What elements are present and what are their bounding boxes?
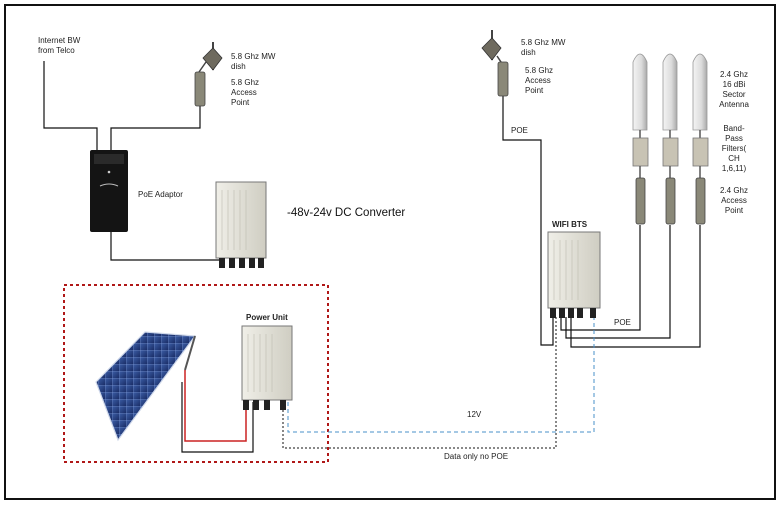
wifi-bts-label: WIFI BTS [552,220,588,229]
poe-to-ap-cable [110,105,201,150]
ap3-cable [570,225,701,348]
power-unit-enclosure-icon [241,325,293,410]
access-point-icon [635,166,706,225]
sector-antenna-icon [632,53,708,131]
return-cable [181,382,254,453]
access-point-icon [497,61,509,97]
internet-cable [43,61,98,150]
ap-24-label: 2.4 Ghz Access Point [719,186,748,215]
bts-poe-cable [502,95,554,346]
internet-label: Internet BW from Telco [38,36,81,55]
ap2-cable [565,225,671,339]
poe-adaptor-icon [90,150,128,232]
poe-top-label: POE [511,126,528,135]
poe-to-converter-cable [110,232,223,261]
wifi-bts-enclosure-icon [547,231,601,318]
converter-enclosure-icon [215,181,267,268]
power-unit-label: Power Unit [246,313,288,322]
cables [43,61,701,453]
data-line-blue [287,317,595,433]
dish-right-label: 5.8 Ghz MW dish [521,38,566,57]
red-power-cable [184,370,247,442]
converter-label: -48v-24v DC Converter [287,207,406,219]
solar-panel-icon [95,331,197,442]
12v-label: 12V [467,410,482,419]
access-point-icon [194,71,206,107]
data-line-black [282,317,557,449]
ap1-cable [560,225,641,331]
dish-icon [481,30,504,66]
dish-icon [198,42,223,73]
data-only-label: Data only no POE [444,452,509,461]
bandpass-filter-icon [632,130,709,167]
ap-right-label: 5.8 Ghz Access Point [525,66,554,95]
sector-antenna-label: 2.4 Ghz 16 dBi Sector Antenna [719,70,749,109]
power-section-box [63,284,329,463]
poe-bottom-label: POE [614,318,631,327]
dish-left-label: 5.8 Ghz MW dish [231,52,276,71]
bandpass-filter-label: Band- Pass Filters( CH 1,6,11) [721,124,747,173]
ap-left-label: 5.8 Ghz Access Point [231,78,260,107]
poe-adaptor-label: PoE Adaptor [138,190,183,199]
